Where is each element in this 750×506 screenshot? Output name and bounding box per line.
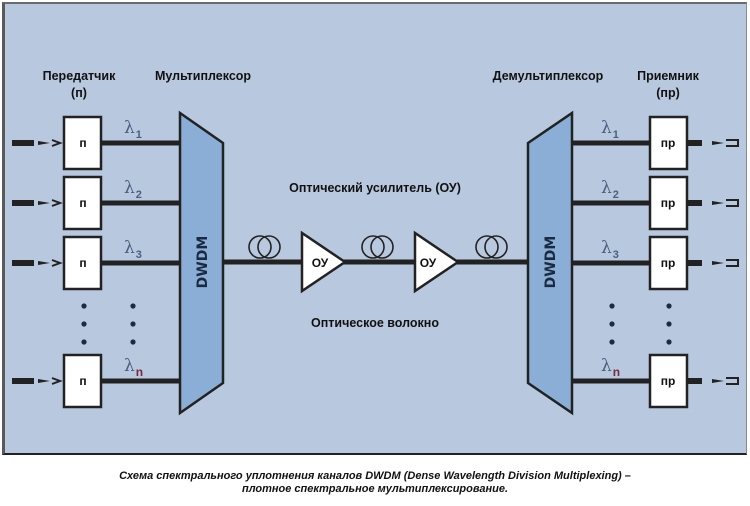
- amplifier-title: Оптический усилитель (ОУ): [289, 181, 461, 195]
- demux-label: DWDM: [543, 236, 559, 289]
- lambda-label: λ3: [601, 238, 619, 261]
- input-arrow-icon: [51, 139, 63, 147]
- output-fiber: [688, 200, 702, 206]
- dwdm-diagram: Передатчик (п) Мультиплексор Демультипле…: [12, 69, 739, 416]
- receiver-label: пр: [661, 136, 676, 150]
- output-arrow-icon: [712, 201, 724, 205]
- input-fiber: [12, 200, 34, 206]
- fiber-coil-icon: [248, 235, 281, 259]
- transmitter-box: [62, 353, 103, 409]
- input-fiber: [12, 260, 34, 266]
- fiber-title: Оптическое волокно: [311, 316, 439, 330]
- amplifier-triangle-icon: [413, 230, 461, 294]
- transmitter-label: п: [79, 256, 86, 270]
- receiver-label: пр: [661, 374, 676, 388]
- amplifier-1: ОУ: [300, 230, 348, 294]
- lambda-label: λ2: [601, 178, 619, 201]
- receiver-row: пр λn: [572, 353, 739, 409]
- transmitter-label: п: [79, 196, 86, 210]
- receiver-title: Приемник: [637, 69, 700, 83]
- input-arrow-icon: [38, 261, 50, 265]
- lambda-label: λn: [124, 356, 143, 379]
- input-fiber: [12, 378, 34, 384]
- fiber-coil-icon: [475, 235, 508, 259]
- fiber-coil-icon: [361, 235, 394, 259]
- amplifier-triangle-icon: [300, 230, 348, 294]
- input-arrow-icon: [51, 259, 63, 267]
- lambda-label: λ2: [124, 178, 142, 201]
- output-arrow-icon: [726, 139, 739, 147]
- amplifier-label: ОУ: [420, 256, 437, 270]
- lambda-label: λn: [601, 356, 620, 379]
- receiver-box: [648, 175, 689, 231]
- transmitter-box: [62, 235, 103, 291]
- figure-caption: Схема спектрального уплотнения каналов D…: [0, 470, 750, 496]
- input-arrow-icon: [51, 377, 63, 385]
- caption-line-2: плотное спектральное мультиплексирование…: [241, 483, 509, 495]
- multiplexer-title: Мультиплексор: [155, 69, 251, 83]
- receiver-abbr: (пр): [656, 86, 680, 100]
- output-fiber: [688, 378, 702, 384]
- transmitter-box: [62, 115, 103, 171]
- amplifier-label: ОУ: [312, 256, 329, 270]
- transmitter-box: [62, 175, 103, 231]
- amplifier-2: ОУ: [413, 230, 461, 294]
- ellipsis-dots-right: [609, 303, 672, 345]
- output-arrow-icon: [712, 141, 724, 145]
- input-fiber: [12, 140, 34, 146]
- mux-trapezoid: [178, 110, 225, 416]
- demux-trapezoid: [526, 110, 574, 416]
- output-arrow-icon: [712, 261, 724, 265]
- transmitter-row: п λ1: [12, 115, 181, 171]
- receiver-row: пр λ1: [572, 115, 739, 171]
- output-arrow-icon: [726, 199, 739, 207]
- caption-line-1: Схема спектрального уплотнения каналов D…: [119, 470, 631, 482]
- input-arrow-icon: [38, 141, 50, 145]
- transmitter-label: п: [79, 136, 86, 150]
- transmitter-row: п λ3: [12, 235, 181, 291]
- ellipsis-dots-left: [81, 303, 136, 345]
- input-arrow-icon: [38, 379, 50, 383]
- output-fiber: [688, 260, 702, 266]
- output-arrow-icon: [726, 259, 739, 267]
- output-arrow-icon: [712, 379, 724, 383]
- receiver-row: пр λ3: [572, 235, 739, 291]
- demultiplexer: DWDM: [526, 110, 574, 416]
- transmitter-row: п λn: [12, 353, 181, 409]
- lambda-label: λ1: [601, 118, 619, 141]
- transmitter-abbr: (п): [71, 86, 87, 100]
- receiver-box: [648, 115, 689, 171]
- output-fiber: [688, 140, 702, 146]
- output-arrow-icon: [726, 377, 739, 385]
- receiver-label: пр: [661, 196, 676, 210]
- receiver-box: [648, 353, 689, 409]
- lambda-label: λ1: [124, 118, 142, 141]
- transmitter-row: п λ2: [12, 175, 181, 231]
- receiver-row: пр λ2: [572, 175, 739, 231]
- lambda-label: λ3: [124, 238, 142, 261]
- demultiplexer-title: Демультиплексор: [493, 69, 604, 83]
- input-arrow-icon: [51, 199, 63, 207]
- transmitter-title: Передатчик: [43, 69, 116, 83]
- receiver-box: [648, 235, 689, 291]
- mux-label: DWDM: [195, 236, 211, 289]
- multiplexer: DWDM: [178, 110, 225, 416]
- input-arrow-icon: [38, 201, 50, 205]
- receiver-label: пр: [661, 256, 676, 270]
- transmitter-label: п: [79, 374, 86, 388]
